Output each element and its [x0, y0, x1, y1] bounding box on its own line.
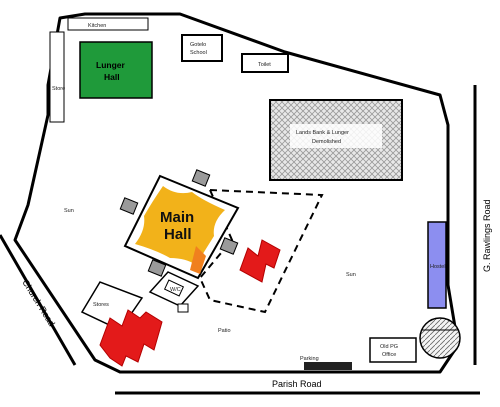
- lunger-hall-label-2: Hall: [104, 72, 120, 82]
- sun-label-left: Sun: [64, 208, 74, 214]
- dashed-area: [198, 188, 324, 314]
- store-top-building: [49, 31, 65, 123]
- church-road-line: [0, 234, 77, 366]
- parking-gate: [304, 362, 352, 370]
- hatched-circle: [419, 317, 461, 359]
- parking-label: Parking: [300, 356, 319, 362]
- sun-label-right: Sun: [346, 272, 356, 278]
- demolished-label-2: Demolished: [312, 139, 341, 145]
- demolished-label-1: Lands Bank & Lunger: [296, 130, 349, 136]
- stores-label: Stores: [93, 302, 109, 308]
- toilet-building: [241, 53, 289, 73]
- school-label-1: Gotelo: [190, 42, 206, 48]
- main-hall-building: [119, 169, 240, 280]
- old-pg-office-building: [369, 337, 417, 363]
- patio-label: Patio: [218, 328, 231, 334]
- lunger-hall-building: [79, 41, 153, 99]
- rawlings-road-label: G. Rawlings Road: [482, 199, 492, 272]
- store-top-label: Store: [52, 86, 65, 92]
- lunger-hall-label-1: Lunger: [96, 60, 125, 70]
- school-label-2: School: [190, 50, 207, 56]
- main-hall-label-2: Hall: [164, 226, 192, 243]
- demolished-label-bg: [290, 124, 382, 148]
- kitchen-building: [67, 17, 149, 31]
- school-building: [181, 34, 223, 62]
- parish-road-label: Parish Road: [272, 379, 322, 389]
- old-pg-office-label-1: Old PG: [380, 344, 398, 350]
- small-box: [177, 303, 189, 313]
- hostel-building: [427, 221, 447, 309]
- wc-inner: [163, 279, 185, 297]
- old-pg-office-label-2: Office: [382, 352, 396, 358]
- red-marker-bottom: [99, 309, 163, 367]
- red-marker-center: [239, 239, 281, 283]
- main-hall-label-1: Main: [160, 209, 194, 226]
- wc-label: W/C: [170, 287, 181, 293]
- toilet-label: Toilet: [258, 62, 271, 68]
- kitchen-label: Kitchen: [88, 23, 106, 29]
- hostel-label: Hostel: [430, 264, 446, 270]
